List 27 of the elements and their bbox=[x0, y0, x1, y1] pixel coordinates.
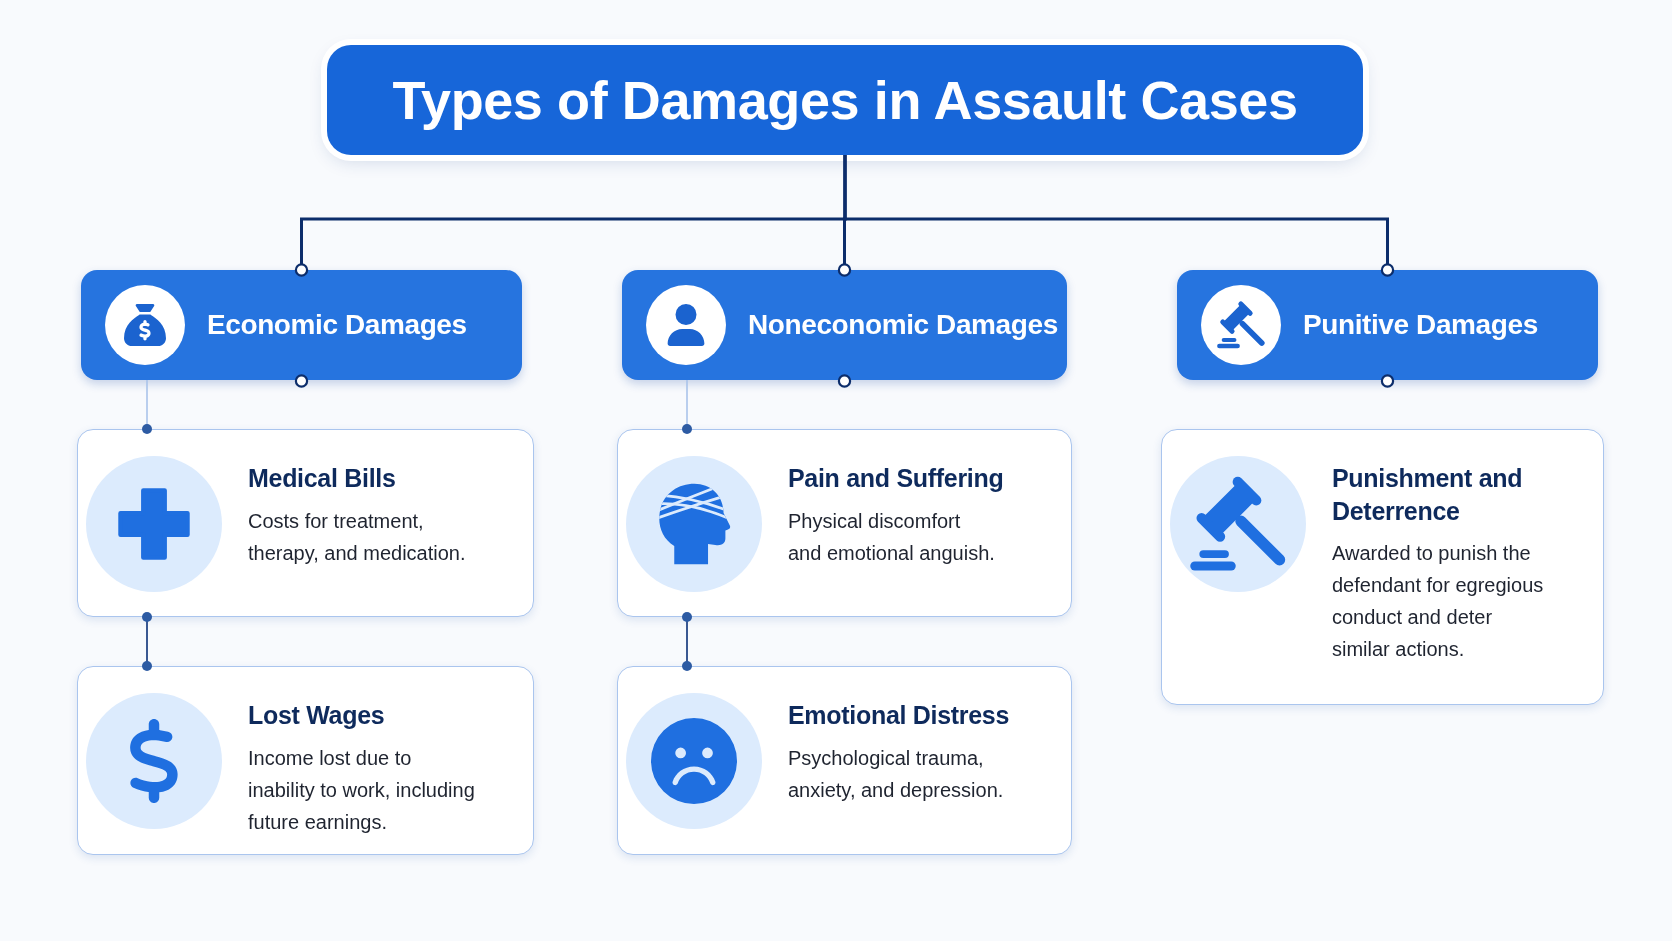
category-header bbox=[622, 270, 1067, 380]
connector-line bbox=[142, 612, 152, 671]
damage-card bbox=[77, 429, 534, 617]
connector-line bbox=[682, 379, 692, 434]
card-description: Psychological trauma, anxiety, and depression. bbox=[788, 745, 1005, 803]
card-heading: Pain and Suffering bbox=[788, 463, 1005, 494]
card-heading: Emotional Distress bbox=[788, 700, 1011, 731]
category-header bbox=[81, 270, 522, 380]
damage-card bbox=[1161, 429, 1604, 705]
category-title: Economic Damages bbox=[207, 309, 467, 341]
card-description: Physical discomfort and emotional anguish. bbox=[788, 508, 996, 566]
connector-line bbox=[843, 155, 1395, 277]
category-title: Noneconomic Damages bbox=[748, 309, 1058, 341]
category-header bbox=[1177, 270, 1598, 380]
card-description: Awarded to punish the defendant for egregious conduct and deter similar actions. bbox=[1332, 541, 1545, 662]
card-description: Income lost due to inability to work, including future earnings. bbox=[248, 745, 476, 835]
card-heading: Lost Wages bbox=[248, 700, 386, 731]
card-description: Costs for treatment, therapy, and medication. bbox=[248, 508, 467, 566]
category-title: Punitive Damages bbox=[1303, 309, 1538, 341]
damage-card bbox=[617, 429, 1072, 617]
banner-text: Types of Damages in Assault Cases bbox=[392, 69, 1298, 131]
connector-line bbox=[682, 612, 692, 671]
damage-card bbox=[617, 666, 1072, 855]
connector-line bbox=[142, 379, 152, 434]
card-heading: Punishment and Deterrence bbox=[1332, 463, 1524, 527]
card-heading: Medical Bills bbox=[248, 463, 397, 494]
damage-card bbox=[77, 666, 534, 855]
